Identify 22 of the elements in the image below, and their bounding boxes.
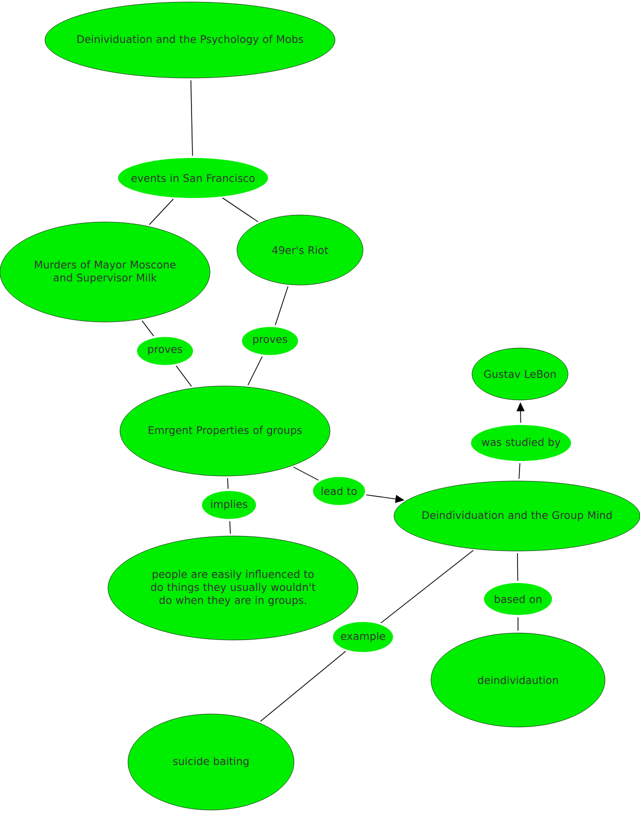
connector-line	[517, 552, 518, 582]
connector-line	[222, 197, 258, 222]
connector-line	[190, 80, 193, 156]
link-phrase: based on	[484, 583, 552, 615]
link-phrase: events in San Francisco	[118, 158, 268, 198]
connector-line	[227, 478, 229, 490]
connector-line	[380, 550, 474, 624]
link-phrase: proves	[242, 327, 298, 355]
connector-line	[142, 320, 154, 337]
connector-line	[518, 462, 520, 480]
connector-line	[260, 650, 346, 722]
connector-line	[274, 286, 288, 326]
connector-line	[248, 356, 263, 386]
connector-line	[148, 198, 174, 226]
connector-line	[292, 466, 319, 481]
link-phrase: example	[333, 622, 393, 652]
link-phrase: was studied by	[471, 425, 571, 461]
connector-line	[229, 520, 231, 534]
link-phrase: lead to	[313, 477, 365, 505]
link-phrase: implies	[202, 491, 256, 519]
connector-line	[176, 366, 192, 387]
link-phrase: proves	[137, 337, 193, 365]
